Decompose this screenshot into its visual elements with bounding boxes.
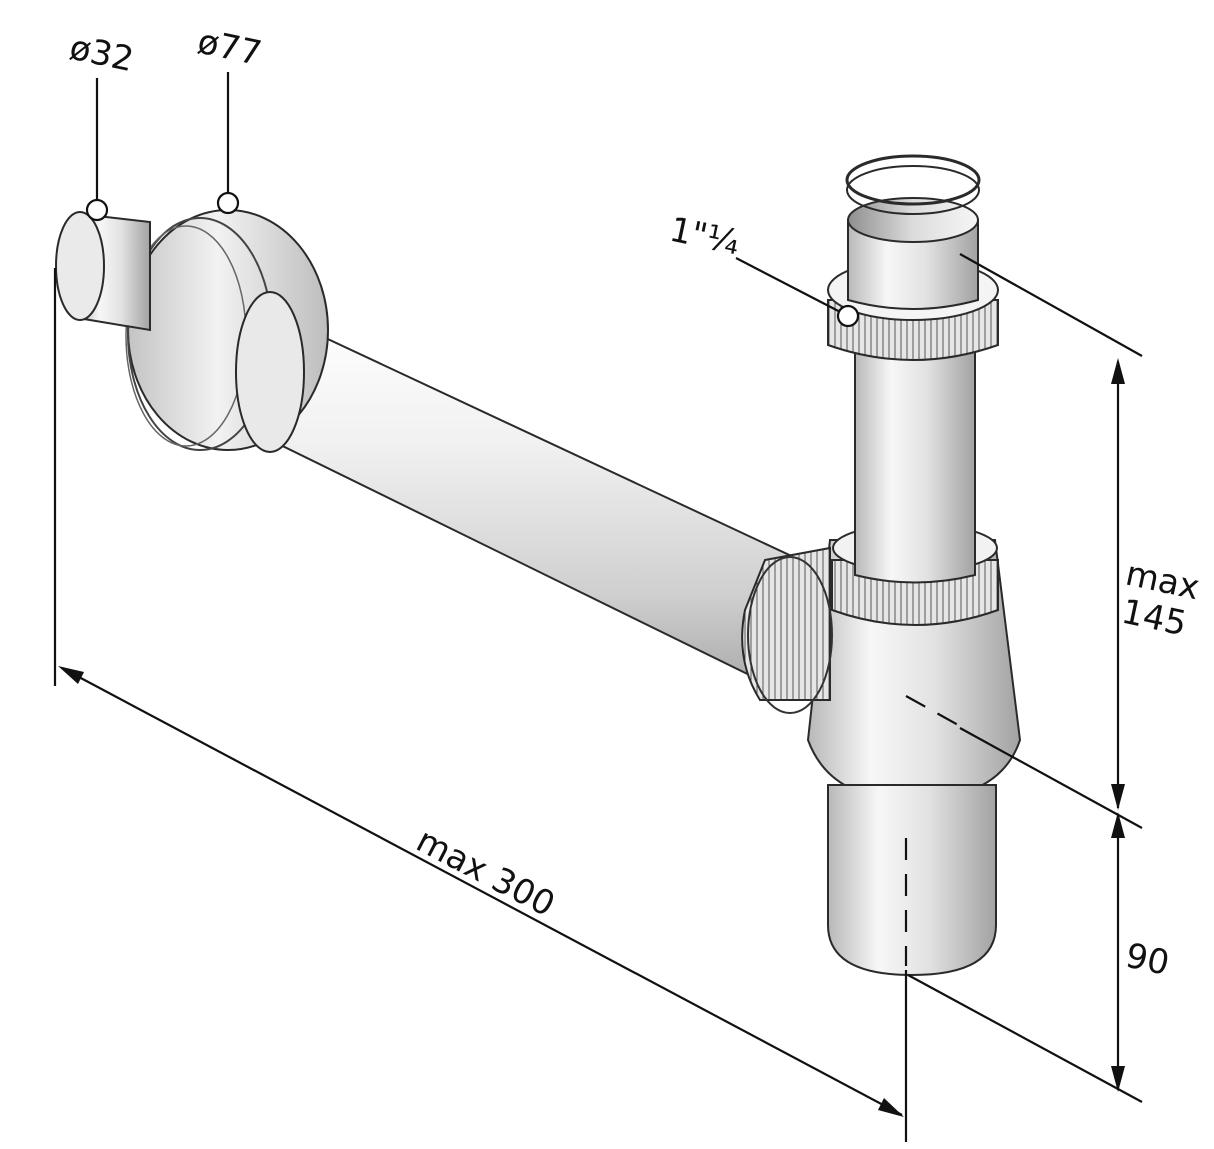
label-depth: 90: [1122, 936, 1173, 984]
arrow-top-90: [1111, 812, 1125, 838]
label-inlet-thread: 1"¼: [666, 210, 743, 264]
bottom-cup: [827, 784, 997, 977]
label-length: max 300: [410, 821, 561, 926]
arrow-left-300: [58, 666, 84, 684]
leader-dot-outlet: [85, 198, 109, 222]
seal-ring: [845, 154, 981, 206]
label-outlet-diameter: ø32: [66, 28, 137, 80]
arrow-bottom-145: [1111, 784, 1125, 810]
outlet-nut: [741, 546, 831, 701]
arrow-right-300: [878, 1098, 904, 1117]
arrow-bottom-90: [1111, 1066, 1125, 1092]
leader-dot-rosette: [216, 191, 240, 215]
leader-dot-inlet: [836, 304, 860, 328]
label-rosette-diameter: ø77: [194, 22, 265, 74]
vertical-riser: [854, 299, 976, 584]
inlet-tube: [847, 219, 979, 310]
horizontal-pipe: [248, 310, 802, 692]
arrow-top-145: [1111, 358, 1125, 384]
dimension-lines: [53, 72, 1143, 1142]
siphon-body: [55, 154, 1022, 977]
